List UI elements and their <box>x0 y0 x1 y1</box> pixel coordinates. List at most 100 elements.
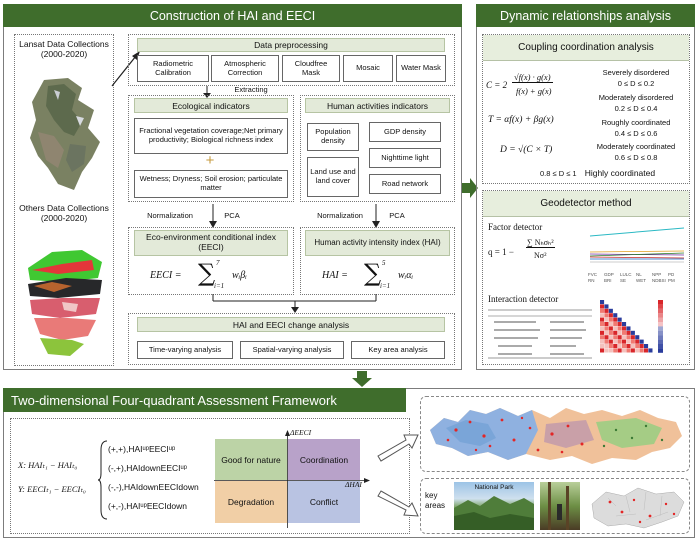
arrow-to-map <box>377 434 419 462</box>
factor-legend: FVC GDP LULC NL NPP PD RN BRI SE WET NDB… <box>588 272 688 284</box>
landsat-image <box>30 78 100 190</box>
heatmap-cell <box>613 344 618 349</box>
heatmap-cell <box>600 322 605 327</box>
heatmap-colorbar-step <box>658 344 663 349</box>
coupling-frame <box>482 34 690 184</box>
heatmap-cell <box>604 335 609 340</box>
legend-pd: PD <box>668 272 675 277</box>
arrow-eeci <box>209 204 217 228</box>
heatmap-cell <box>604 348 609 353</box>
heatmap-cell <box>617 348 622 353</box>
heatmap-cell <box>617 330 622 335</box>
heatmap-cell <box>613 322 618 327</box>
hai-title: Human activity intensity index (HAI) <box>305 230 450 256</box>
human-title: Human activities indicators <box>305 98 450 113</box>
heatmap-colorbar-step <box>658 300 663 305</box>
result-map <box>430 408 682 464</box>
left-header-title: Construction of HAI and EECI <box>149 8 316 23</box>
step-radiometric: Radiometric Calibration <box>137 55 209 82</box>
human-nighttime: Nighttime light <box>369 148 441 168</box>
case-3-sign: (-,-), <box>108 482 125 492</box>
change-spatial: Spatial-varying analysis <box>240 341 344 359</box>
interaction-table <box>488 309 592 359</box>
heatmap-cell <box>630 339 635 344</box>
case-4-sign: (+,-), <box>108 501 127 511</box>
legend-nl: NL <box>636 272 642 277</box>
hai-formula-lhs: HAI = <box>322 270 348 281</box>
legend-wet: WET <box>636 278 646 283</box>
hai-normalization-label: Normalization <box>317 211 363 220</box>
eeci-sigma: ∑ <box>198 259 216 287</box>
heatmap-cell <box>626 344 631 349</box>
plus-sign: + <box>205 152 215 169</box>
heatmap-colorbar-step <box>658 330 663 336</box>
coupling-formula-t: T = αf(x) + βg(x) <box>488 115 554 125</box>
ecological-title: Ecological indicators <box>134 98 288 113</box>
heatmap-cell <box>626 335 631 340</box>
eeci-sum-bottom: i=1 <box>214 282 225 290</box>
heatmap-cell <box>622 339 627 344</box>
eeci-sum-top: 7 <box>216 259 220 267</box>
human-gdp: GDP density <box>369 122 441 142</box>
heatmap-cell <box>644 344 649 349</box>
heatmap-cell <box>604 308 609 313</box>
legend-lulc: LULC <box>620 272 632 277</box>
legend-bri: BRI <box>604 278 612 283</box>
ecological-frame <box>128 95 294 202</box>
heatmap-cell <box>617 322 622 327</box>
heatmap-colorbar-step <box>658 322 663 327</box>
heatmap-cell <box>644 348 649 353</box>
human-frame <box>300 95 455 202</box>
level-4: 0.8 ≤ D ≤ 1 Highly coordinated <box>540 168 688 178</box>
heatmap-colorbar-step <box>658 339 663 344</box>
eeci-formula-lhs: EECI = <box>150 270 182 281</box>
heatmap-cell <box>635 335 640 340</box>
extracting-label: Extracting <box>234 85 268 94</box>
quadrant-conflict: Conflict <box>288 481 360 523</box>
arrow-down-to-framework <box>352 371 372 387</box>
ecological-item-1: Fractional vegetation coverage;Net prima… <box>134 118 288 154</box>
y-definition: Y: EECIₜ₁ − EECIₜ₀ <box>18 484 86 494</box>
heatmap-cell <box>608 313 613 318</box>
heatmap-cell <box>600 308 605 313</box>
heatmap-cell <box>608 344 613 349</box>
heatmap-cell <box>608 339 613 344</box>
heatmap-cell <box>630 348 635 353</box>
case-1: (+,+),HAIᵘᵖEECIᵘᵖ <box>108 444 175 454</box>
y-axis-label: ΔEECI <box>290 428 312 437</box>
landsat-label: Lansat Data Collections (2000-2020) <box>19 39 109 59</box>
heatmap-cell <box>608 330 613 335</box>
factor-chart <box>589 227 685 263</box>
hai-sigma: ∑ <box>364 259 382 287</box>
level-1-name: Moderately disordered <box>598 93 674 102</box>
legend-pm: PM <box>668 278 675 283</box>
heatmap-cell <box>613 313 618 318</box>
quadrant-degradation-label: Degradation <box>227 497 275 507</box>
heatmap-colorbar-step <box>658 313 663 318</box>
geodetector-formula: q = 1 − ∑ Nₕσₕ² Nσ² <box>488 238 555 260</box>
bottom-header: Two-dimensional Four-quadrant Assessment… <box>3 388 406 412</box>
heatmap-cell <box>617 326 622 331</box>
arrow-to-key-areas <box>377 490 419 517</box>
heatmap-cell <box>635 344 640 349</box>
level-2-range: 0.4 ≤ D ≤ 0.6 <box>614 129 658 138</box>
x-definition: X: HAIₜ₁ − HAIₜ₀ <box>18 460 78 470</box>
heatmap-cell <box>630 335 635 340</box>
heatmap-cell <box>604 339 609 344</box>
heatmap-cell <box>608 317 613 322</box>
heatmap-cell <box>600 330 605 335</box>
case-4-text: HAIᵘᵖEECIdown <box>126 501 187 511</box>
coupling-formula-d: D = √(C × T) <box>500 145 553 155</box>
coupling-formula-c: C = 2 √f(x) · g(x) f(x) + g(x) <box>486 72 553 96</box>
arrow-sources-to-preprocessing <box>111 51 140 87</box>
eeci-frame <box>128 227 294 295</box>
legend-fvc: FVC <box>588 272 597 277</box>
case-4: (+,-),HAIᵘᵖEECIdown <box>108 501 187 511</box>
level-3-range: 0.6 ≤ D ≤ 0.8 <box>614 153 658 162</box>
human-land-use: Land use and land cover <box>307 157 359 197</box>
heatmap-cell <box>600 335 605 340</box>
case-3-text: HAIdownEECIdown <box>124 482 199 492</box>
heatmap-cell <box>613 317 618 322</box>
left-header: Construction of HAI and EECI <box>3 4 462 27</box>
heatmap-cell <box>622 330 627 335</box>
